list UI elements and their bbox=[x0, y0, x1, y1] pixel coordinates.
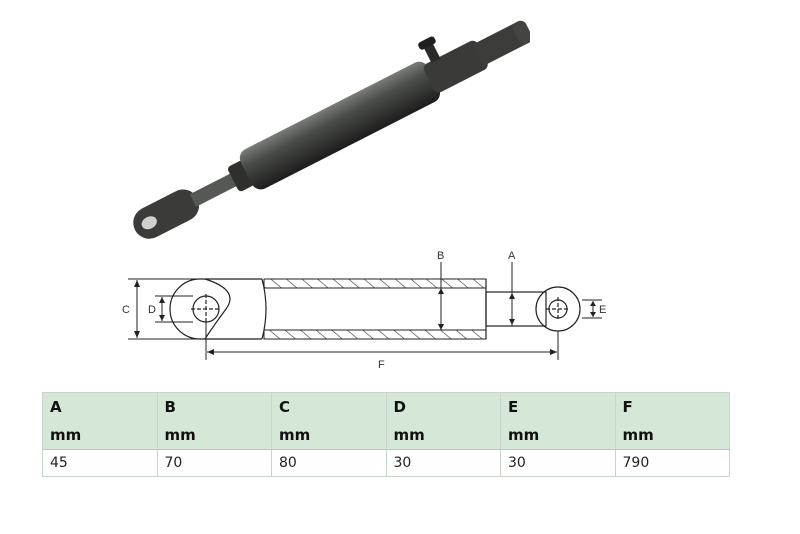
product-photo bbox=[133, 20, 530, 239]
column-header: C bbox=[271, 392, 386, 421]
left-eye bbox=[169, 278, 262, 340]
column-header: F bbox=[614, 392, 730, 421]
value-cell: 70 bbox=[156, 449, 272, 477]
right-eye bbox=[535, 286, 581, 332]
unit-cell: mm bbox=[271, 421, 386, 450]
unit-cell: mm bbox=[500, 421, 615, 450]
dim-label-f: F bbox=[378, 359, 385, 371]
dim-label-e: E bbox=[599, 304, 606, 316]
column-header: E bbox=[500, 392, 615, 421]
value-cell: 30 bbox=[500, 449, 615, 477]
column-header: B bbox=[156, 392, 272, 421]
table-units-row: mm mm mm mm mm mm bbox=[42, 421, 730, 450]
value-cell: 80 bbox=[271, 449, 386, 477]
value-cell: 790 bbox=[614, 449, 730, 477]
specifications-table: A B C D E F mm mm mm mm mm mm 45 70 80 3… bbox=[42, 392, 730, 477]
unit-cell: mm bbox=[385, 421, 501, 450]
dim-label-a: A bbox=[508, 250, 516, 262]
column-header: A bbox=[42, 392, 157, 421]
cylinder-body bbox=[261, 278, 547, 340]
unit-cell: mm bbox=[42, 421, 157, 450]
dim-label-c: C bbox=[122, 304, 130, 316]
dim-label-b: B bbox=[437, 250, 444, 262]
technical-drawing: C D B A E F bbox=[122, 250, 606, 371]
value-cell: 45 bbox=[42, 449, 157, 477]
value-cell: 30 bbox=[385, 449, 501, 477]
unit-cell: mm bbox=[614, 421, 730, 450]
column-header: D bbox=[385, 392, 501, 421]
unit-cell: mm bbox=[156, 421, 272, 450]
table-header-row: A B C D E F bbox=[42, 392, 730, 421]
dim-label-d: D bbox=[148, 304, 156, 316]
table-row: 45 70 80 30 30 790 bbox=[42, 449, 730, 477]
